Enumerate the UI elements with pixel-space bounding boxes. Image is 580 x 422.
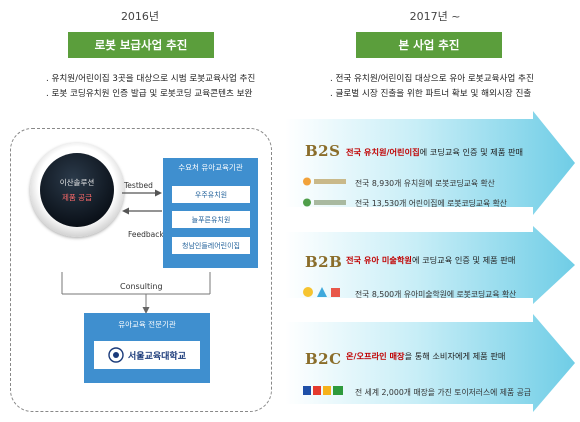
bullet-2016-2: . 로봇 코딩유치원 인증 발급 및 로봇코딩 교육콘텐츠 보완: [46, 89, 253, 99]
b2s-detail: 전국 8,930개 유치원에 로봇코딩교육 확산: [355, 179, 495, 188]
pilot-diagram-frame: [10, 128, 272, 412]
b2s-detail: 전국 13,530개 어린이집에 로봇코딩교육 확산: [355, 199, 507, 208]
testbed-arrowhead: [155, 189, 162, 197]
banner-2017: 본 사업 추진: [356, 32, 502, 58]
institution-item: 우주유치원: [172, 186, 250, 203]
b2b-code: B2B: [305, 253, 343, 271]
b2b-headline: 전국 유아 미술학원에 코딩교육 인증 및 제품 판매: [346, 254, 515, 266]
year-2016: 2016년: [120, 10, 160, 23]
b2b-headline-rest: 에 코딩교육 인증 및 제품 판매: [411, 255, 516, 265]
feedback-label: Feedback: [128, 230, 164, 239]
testbed-label: Testbed: [124, 181, 153, 190]
consulting-connector: [61, 272, 211, 314]
toysrus-logo-icon: [303, 386, 343, 395]
art-academy-logo-icon: [303, 287, 340, 297]
supplier-circle: 이산솔루션 제품 공급: [40, 153, 114, 227]
b2c-code: B2C: [305, 350, 342, 368]
b2b-detail: 전국 8,500개 유아미술학원에 로봇코딩교육 확산: [355, 290, 517, 299]
b2c-headline: 온/오프라인 매장을 통해 소비자에게 제품 판매: [346, 350, 505, 362]
university-emblem-icon: [108, 347, 124, 363]
supplier-role: 제품 공급: [62, 193, 92, 202]
bullets-2017: . 전국 유치원/어린이집 대상으로 유아 로봇교육사업 추진 . 글로벌 시장…: [330, 72, 534, 102]
b2s-arrow: [285, 111, 575, 215]
expert-logo-text: 서울교육대학교: [128, 351, 186, 362]
institutions-title: 수요처 유아교육기관: [178, 163, 243, 172]
institution-item: 늘푸른유치원: [172, 211, 250, 228]
daycare-association-logo-icon: [303, 198, 346, 207]
consulting-label: Consulting: [120, 282, 163, 291]
expert-title: 유아교육 전문기관: [118, 320, 176, 329]
bullet-2016-1: . 유치원/어린이집 3곳을 대상으로 시범 로봇교육사업 추진: [46, 74, 256, 84]
feedback-arrowhead: [122, 207, 129, 215]
kindergarten-association-logo-icon: [303, 177, 346, 186]
b2b-arrow: [285, 226, 575, 304]
supplier-name: 이산솔루션: [59, 178, 95, 187]
b2s-code: B2S: [305, 142, 341, 160]
testbed-feedback-arrows: [122, 189, 162, 215]
b2s-highlight: 전국 유치원/어린이집: [346, 147, 420, 157]
b2c-highlight: 온/오프라인 매장: [346, 351, 405, 361]
b2b-highlight: 전국 유아 미술학원: [346, 255, 412, 265]
bullet-2017-1: . 전국 유치원/어린이집 대상으로 유아 로봇교육사업 추진: [330, 74, 534, 84]
institution-item: 청남인들레어린이집: [172, 237, 250, 254]
year-2017: 2017년 ~: [409, 10, 461, 23]
b2c-arrow: [285, 314, 575, 412]
b2s-headline-rest: 에 코딩교육 인증 및 제품 판매: [419, 147, 524, 157]
banner-2016: 로봇 보급사업 추진: [68, 32, 214, 58]
bullets-2016: . 유치원/어린이집 3곳을 대상으로 시범 로봇교육사업 추진 . 로봇 코딩…: [46, 72, 255, 102]
b2c-headline-rest: 을 통해 소비자에게 제품 판매: [404, 351, 506, 361]
expert-logo: 서울교육대학교: [94, 341, 200, 369]
bullet-2017-2: . 글로벌 시장 진출을 위한 파트너 확보 및 해외시장 진출: [330, 89, 532, 99]
b2c-detail: 전 세계 2,000개 매장을 가진 토이저러스에 제품 공급: [355, 388, 531, 397]
b2s-headline: 전국 유치원/어린이집에 코딩교육 인증 및 제품 판매: [346, 146, 523, 158]
